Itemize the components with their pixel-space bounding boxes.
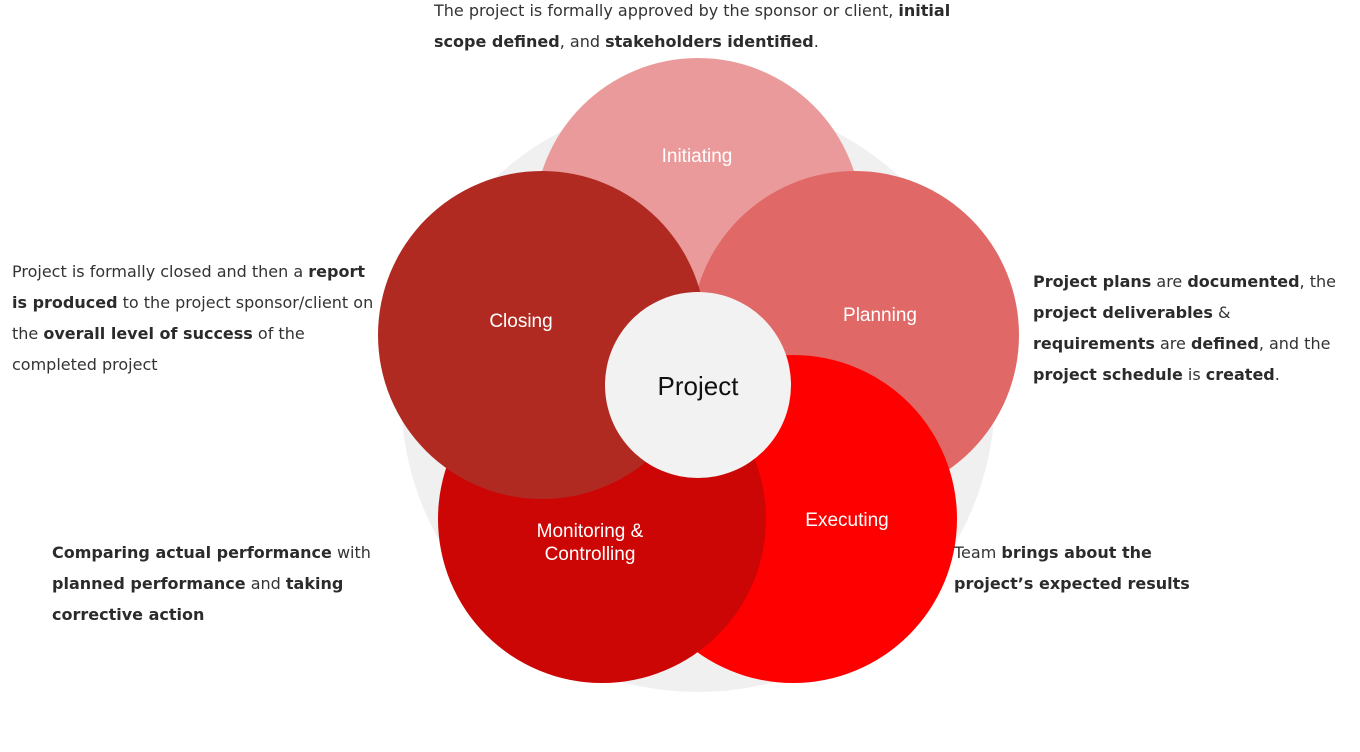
planning-desc-bold: project deliverables (1033, 303, 1213, 322)
monitoring-desc-text: with (331, 543, 371, 562)
initiating-label: Initiating (662, 146, 733, 167)
planning-desc-bold: defined (1190, 334, 1259, 353)
monitoring-desc-bold: taking corrective action (52, 574, 344, 624)
planning-desc-bold: requirements (1033, 334, 1155, 353)
planning-desc-text: . (1274, 365, 1280, 384)
planning-desc-bold: Project plans (1033, 272, 1152, 291)
monitoring-desc-bold: planned performance (52, 574, 246, 593)
planning-description: Project plans are documented, the projec… (1033, 266, 1353, 390)
planning-desc-text: , the (1299, 272, 1336, 291)
closing-desc-bold: report is produced (12, 262, 365, 312)
initiating-desc-bold: stakeholders identified (605, 32, 814, 51)
executing-desc-text: Team (954, 543, 1002, 562)
executing-desc-bold: brings about the project’s expected resu… (954, 543, 1190, 593)
monitoring-desc-bold: Comparing actual performance (52, 543, 332, 562)
monitoring-label: Monitoring & (537, 521, 644, 542)
planning-desc-text: & (1212, 303, 1231, 322)
planning-desc-text: are (1154, 334, 1191, 353)
executing-description: Team brings about the project’s expected… (954, 537, 1204, 599)
initiating-description: The project is formally approved by the … (434, 0, 974, 57)
controlling-label: Controlling (545, 544, 636, 565)
closing-label: Closing (489, 311, 552, 332)
initiating-desc-text: The project is formally approved by the … (434, 1, 899, 20)
planning-desc-bold: project schedule (1033, 365, 1183, 384)
planning-desc-bold: documented (1187, 272, 1300, 291)
project-center-circle (605, 292, 791, 478)
closing-desc-text: to the project sponsor/client on the (12, 293, 374, 343)
planning-label: Planning (843, 305, 917, 326)
monitoring-description: Comparing actual performance with planne… (52, 537, 407, 630)
planning-desc-bold: created (1205, 365, 1275, 384)
initiating-desc-text: , and (559, 32, 606, 51)
closing-description: Project is formally closed and then a re… (12, 256, 382, 380)
planning-desc-text: is (1182, 365, 1206, 384)
closing-desc-text: Project is formally closed and then a (12, 262, 309, 281)
executing-label: Executing (805, 510, 888, 531)
initiating-desc-bold: initial scope defined (434, 1, 951, 51)
planning-desc-text: are (1151, 272, 1188, 291)
closing-desc-bold: overall level of success (43, 324, 253, 343)
project-label: Project (658, 371, 740, 401)
planning-desc-text: , and the (1258, 334, 1331, 353)
closing-desc-text: of the completed project (12, 324, 305, 374)
initiating-desc-text: . (813, 32, 819, 51)
monitoring-desc-text: and (245, 574, 286, 593)
